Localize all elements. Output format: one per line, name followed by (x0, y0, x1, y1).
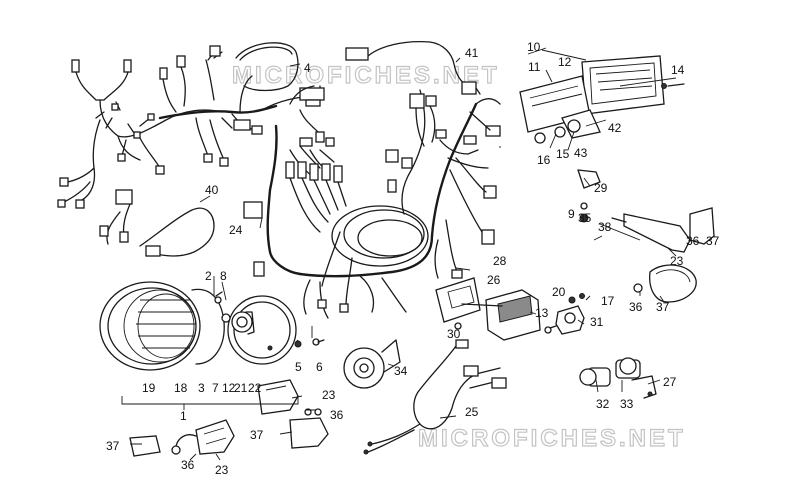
relay-pair-32-33 (579, 357, 657, 399)
label-33: 33 (620, 397, 634, 411)
part-labels: 1 2 3 4 5 6 7 8 9 10 11 12 12 13 14 15 1… (106, 40, 720, 477)
label-38: 38 (598, 220, 612, 234)
label-15: 15 (556, 147, 570, 161)
regulator-assembly (435, 277, 541, 341)
label-31: 31 (590, 315, 604, 329)
label-36a: 36 (330, 408, 344, 422)
label-24: 24 (229, 223, 243, 237)
label-30: 30 (447, 327, 461, 341)
relay-31 (544, 293, 585, 335)
label-36b: 36 (181, 458, 195, 472)
main-harness-upper-left (158, 45, 325, 167)
label-37d: 37 (706, 234, 720, 248)
label-21: 21 (234, 381, 248, 395)
headlight-shell (214, 291, 325, 365)
label-5: 5 (295, 360, 302, 374)
label-32: 32 (596, 397, 610, 411)
label-23c: 23 (670, 254, 684, 268)
label-16: 16 (537, 153, 551, 167)
cable-41 (345, 40, 481, 95)
headlight-assembly (99, 281, 225, 371)
tail-light-assembly (519, 55, 685, 189)
label-1-bracket (121, 396, 299, 410)
watermark-top: MICROFICHES.NET (232, 62, 500, 89)
indicator-right-23 (633, 264, 697, 303)
label-1: 1 (180, 409, 187, 423)
label-27: 27 (663, 375, 677, 389)
label-18: 18 (174, 381, 188, 395)
cable-25 (363, 339, 507, 455)
label-20: 20 (552, 285, 566, 299)
handlebar-switch-38 (579, 202, 715, 253)
cable-loop-4 (235, 42, 299, 92)
label-37c: 37 (656, 300, 670, 314)
label-26: 26 (487, 273, 501, 287)
label-40: 40 (205, 183, 219, 197)
rear-harness-part (57, 55, 223, 209)
label-22: 22 (248, 381, 262, 395)
leader-lines (130, 47, 677, 461)
label-12: 12 (558, 55, 572, 69)
indicator-22 (257, 379, 299, 415)
label-11: 11 (528, 60, 541, 74)
label-25: 25 (465, 405, 479, 419)
label-36d: 36 (686, 234, 700, 248)
label-37a: 37 (106, 439, 120, 453)
watermark-bottom: MICROFICHES.NET (418, 425, 686, 452)
label-29: 29 (594, 181, 608, 195)
label-43: 43 (574, 146, 588, 160)
horn-34 (343, 339, 401, 389)
label-6: 6 (316, 360, 323, 374)
label-19: 19 (142, 381, 156, 395)
label-41: 41 (465, 46, 479, 60)
label-37b: 37 (250, 428, 264, 442)
label-14: 14 (671, 63, 685, 77)
label-42: 42 (608, 121, 622, 135)
label-3: 3 (198, 381, 205, 395)
label-23a: 23 (322, 388, 336, 402)
connector-24 (243, 201, 265, 277)
coil-harness (303, 205, 429, 319)
cable-40 (99, 189, 215, 257)
main-harness-center (266, 85, 478, 278)
label-2: 2 (205, 269, 212, 283)
label-9: 9 (568, 207, 575, 221)
label-34: 34 (394, 364, 408, 378)
label-23b: 23 (215, 463, 229, 477)
label-8: 8 (220, 269, 227, 283)
label-36c: 36 (629, 300, 643, 314)
harness-right-branch (385, 89, 501, 279)
label-17: 17 (601, 294, 615, 308)
label-13: 13 (535, 306, 549, 320)
label-35: 35 (578, 211, 592, 225)
label-4: 4 (304, 61, 311, 75)
label-28: 28 (493, 254, 507, 268)
label-10: 10 (527, 40, 541, 54)
indicator-lower (129, 408, 329, 457)
label-12b: 12 (222, 381, 236, 395)
label-7: 7 (212, 381, 219, 395)
